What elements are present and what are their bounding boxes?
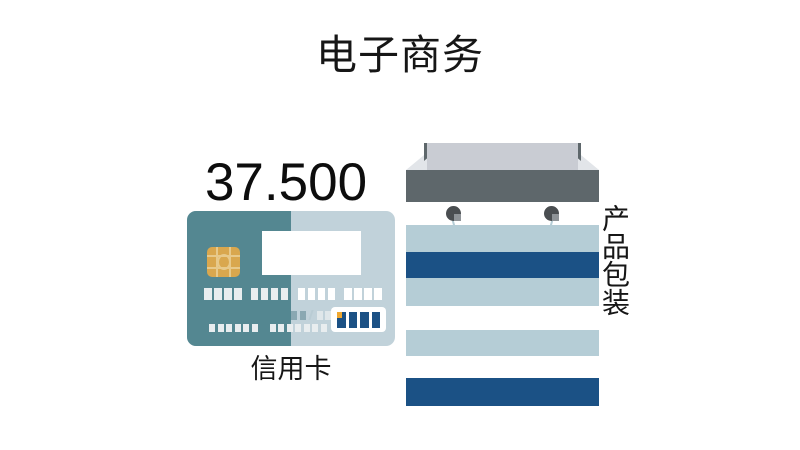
credit-card-expiry: [291, 310, 331, 320]
credit-card-graphic: [187, 211, 395, 346]
bag-fold-front: [427, 143, 578, 170]
credit-card-number-row: [204, 288, 382, 300]
card-number-group: [297, 288, 336, 300]
card-number-group: [204, 288, 242, 300]
credit-card-label: 信用卡: [250, 354, 332, 384]
page-title: 电子商务: [316, 32, 484, 78]
bag-stripe: [406, 278, 599, 306]
shopping-bag-graphic: [406, 140, 599, 406]
bag-stripe: [406, 225, 599, 252]
card-name-word: [269, 324, 327, 332]
bag-stripe: [406, 378, 599, 406]
credit-card-brand-logo-icon: [331, 307, 386, 332]
bag-fold: [406, 140, 599, 170]
card-number-group: [250, 288, 289, 300]
bag-stripe: [406, 252, 599, 278]
bag-top-band: [406, 170, 599, 202]
shopping-bag-label: 产品包装: [599, 204, 630, 316]
credit-card-white-panel: [262, 231, 361, 275]
chip-ring: [216, 254, 231, 270]
credit-card-body: [187, 211, 395, 346]
card-name-word: [209, 324, 258, 332]
bag-grommet-right: [544, 206, 559, 221]
bag-grommet-left: [446, 206, 461, 221]
credit-card-name-row: [209, 324, 327, 332]
bag-stripe: [406, 330, 599, 356]
metric-value: 37.500: [204, 153, 368, 212]
card-number-group: [344, 288, 382, 300]
credit-card-chip-icon: [207, 247, 240, 277]
